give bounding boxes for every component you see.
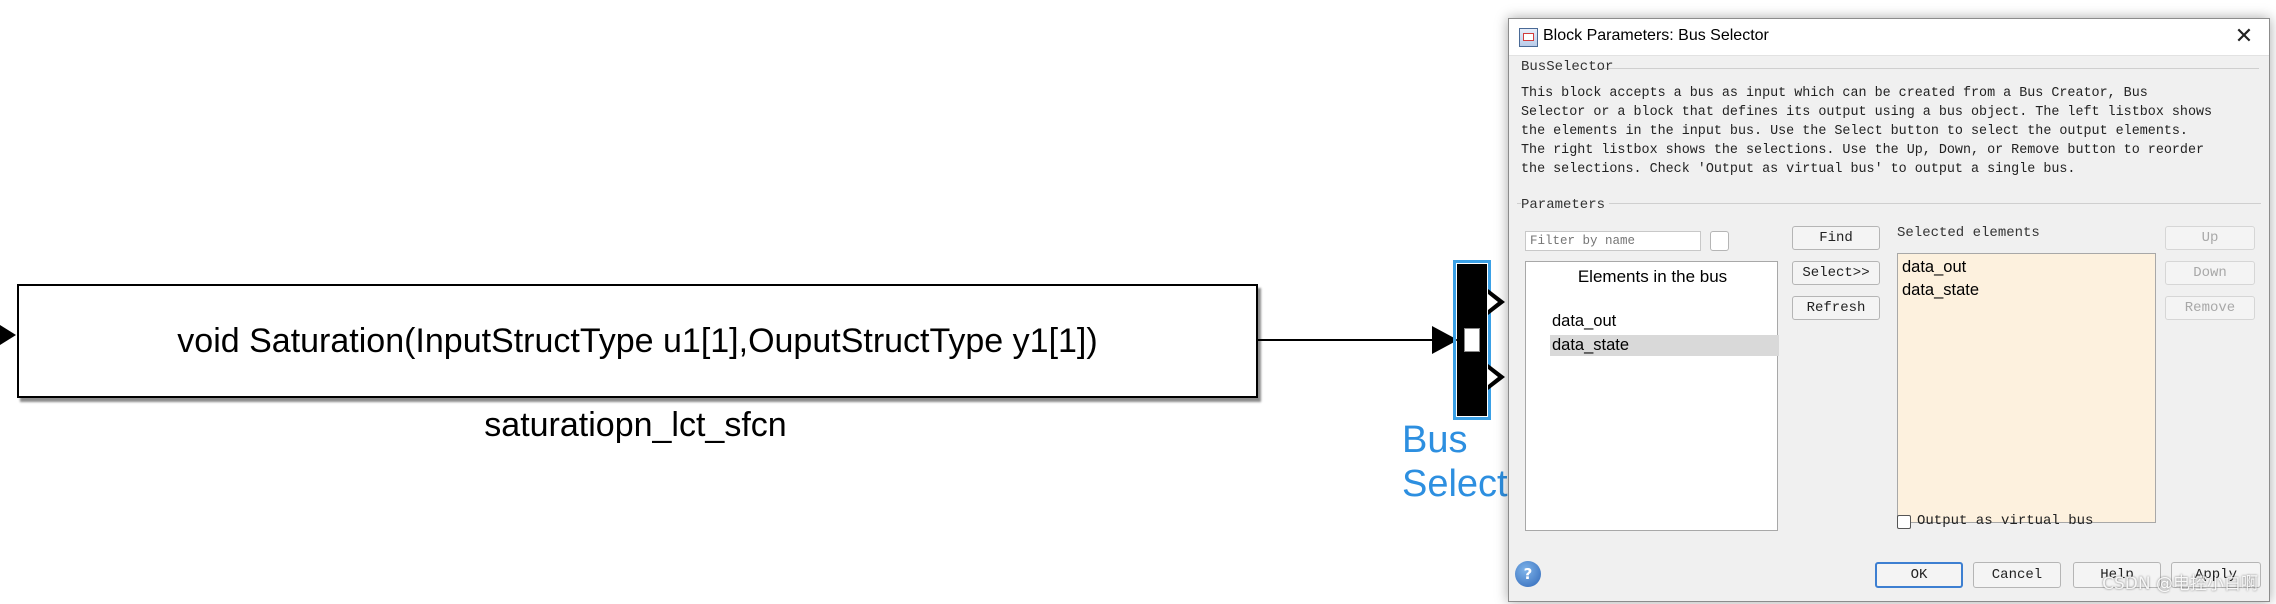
up-button[interactable]: Up <box>2165 226 2255 250</box>
group-divider <box>1595 68 2259 69</box>
close-button[interactable]: ✕ <box>2234 23 2254 48</box>
signal-line[interactable] <box>1256 339 1432 341</box>
bus-selector-label[interactable]: Bus Select <box>1402 419 1508 505</box>
outport-1-inner <box>1488 294 1498 310</box>
block-description: This block accepts a bus as input which … <box>1521 86 2213 177</box>
down-button[interactable]: Down <box>2165 261 2255 285</box>
apply-button[interactable]: Apply <box>2171 562 2261 588</box>
remove-button[interactable]: Remove <box>2165 296 2255 320</box>
help-icon[interactable]: ? <box>1515 561 1541 587</box>
selected-elements-list[interactable]: data_out data_state <box>1897 253 2156 523</box>
select-button[interactable]: Select>> <box>1792 261 1880 285</box>
input-arrowhead <box>0 325 16 345</box>
filter-options-button[interactable] <box>1710 231 1729 251</box>
selected-element-item[interactable]: data_out <box>1902 258 1967 276</box>
selected-elements-title: Selected elements <box>1897 225 2040 241</box>
bus-elements-title: Elements in the bus <box>1577 267 1728 286</box>
watermark: CSDN @电控小白啊 <box>2102 574 2258 594</box>
parameters-title: Parameters <box>1521 197 1610 213</box>
filter-input[interactable] <box>1525 231 1701 251</box>
sfunction-signature: void Saturation(InputStructType u1[1],Ou… <box>177 321 1098 360</box>
bus-element-item-selected[interactable]: data_state <box>1550 335 1779 356</box>
help-button[interactable]: Help <box>2073 562 2161 588</box>
bus-input-port <box>1464 328 1480 352</box>
refresh-button[interactable]: Refresh <box>1792 296 1880 320</box>
group-title: BusSelector <box>1521 59 1614 75</box>
ok-button[interactable]: OK <box>1875 562 1963 588</box>
cancel-button[interactable]: Cancel <box>1973 562 2061 588</box>
bus-element-item[interactable]: data_out <box>1552 312 1617 330</box>
simulink-block-icon <box>1519 28 1538 47</box>
find-button[interactable]: Find <box>1792 226 1880 250</box>
outport-2-inner <box>1488 369 1498 385</box>
block-parameters-dialog: Block Parameters: Bus Selector ✕ BusSele… <box>1508 18 2270 602</box>
output-virtual-bus-checkbox[interactable] <box>1897 515 1911 529</box>
parameters-divider <box>1517 203 2261 204</box>
output-virtual-bus-label[interactable]: Output as virtual bus <box>1917 513 2094 529</box>
selected-element-item[interactable]: data_state <box>1902 281 1980 299</box>
bus-elements-list[interactable]: Elements in the bus data_out data_state <box>1525 261 1779 531</box>
signal-arrowhead <box>1432 326 1458 354</box>
sfunction-block-name[interactable]: saturatiopn_lct_sfcn <box>484 406 787 444</box>
dialog-titlebar[interactable]: Block Parameters: Bus Selector ✕ <box>1509 19 2269 56</box>
dialog-title: Block Parameters: Bus Selector <box>1543 27 1769 44</box>
sfunction-block[interactable]: void Saturation(InputStructType u1[1],Ou… <box>17 284 1258 398</box>
